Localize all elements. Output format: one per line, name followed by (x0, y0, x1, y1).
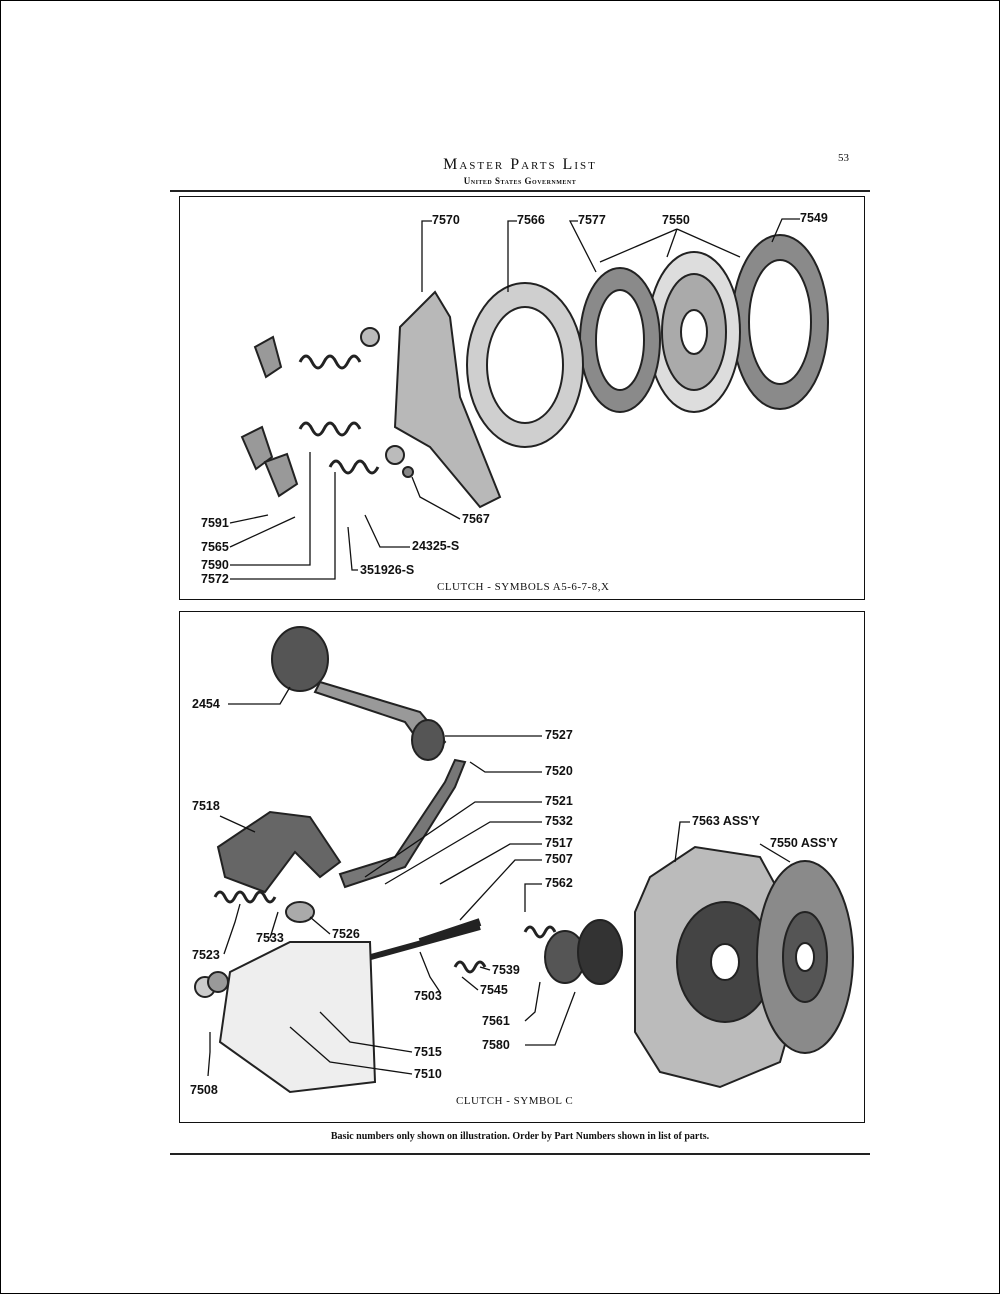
callout-7517: 7517 (545, 836, 573, 850)
callout-7508: 7508 (190, 1083, 218, 1097)
callout-7503: 7503 (414, 989, 442, 1003)
callout-7539: 7539 (492, 963, 520, 977)
header-rule (170, 190, 870, 192)
callout-7566: 7566 (517, 213, 545, 227)
clutch-c-illustration (194, 626, 854, 1094)
callout-7562: 7562 (545, 876, 573, 890)
callout-7590: 7590 (201, 558, 229, 572)
callout-7563-assy: 7563 ASS'Y (692, 814, 760, 828)
footer-rule (170, 1153, 870, 1155)
clutch-a-illustration (229, 218, 829, 580)
callout-7533: 7533 (256, 931, 284, 945)
page-subtitle: United States Government (463, 176, 577, 186)
figure-a-caption: CLUTCH - SYMBOLS A5-6-7-8,X (437, 581, 610, 593)
figure-clutch-a: 7570 7566 7577 7550 7549 7591 7565 7590 … (179, 196, 865, 600)
footer-note: Basic numbers only shown on illustration… (330, 1131, 710, 1142)
callout-7532: 7532 (545, 814, 573, 828)
callout-351926-s: 351926-S (360, 563, 415, 577)
figure-clutch-c: 2454 7527 7520 7518 7521 7532 7517 7507 … (179, 611, 865, 1123)
callout-7510: 7510 (414, 1067, 442, 1081)
figure-c-caption: CLUTCH - SYMBOL C (456, 1095, 574, 1107)
callout-7523: 7523 (192, 948, 220, 962)
callout-7570: 7570 (432, 213, 460, 227)
callout-7580: 7580 (482, 1038, 510, 1052)
callout-7521: 7521 (545, 794, 573, 808)
callout-7520: 7520 (545, 764, 573, 778)
callout-7591: 7591 (201, 516, 229, 530)
callout-24325-s: 24325-S (412, 539, 460, 553)
callout-7565: 7565 (201, 540, 229, 554)
page-title: Master Parts List (443, 156, 597, 173)
callout-7577: 7577 (578, 213, 606, 227)
callout-2454: 2454 (192, 697, 220, 711)
callout-7515: 7515 (414, 1045, 442, 1059)
callout-7549: 7549 (800, 211, 828, 225)
callout-7550-assy: 7550 ASS'Y (770, 836, 838, 850)
page-number: 53 (838, 152, 849, 164)
callout-7561: 7561 (482, 1014, 510, 1028)
callout-7507: 7507 (545, 852, 573, 866)
callout-7572: 7572 (201, 572, 229, 586)
callout-7527: 7527 (545, 728, 573, 742)
callout-7518: 7518 (192, 799, 220, 813)
callout-7545: 7545 (480, 983, 508, 997)
callout-7567: 7567 (462, 512, 490, 526)
callout-7526: 7526 (332, 927, 360, 941)
callout-7550: 7550 (662, 213, 690, 227)
